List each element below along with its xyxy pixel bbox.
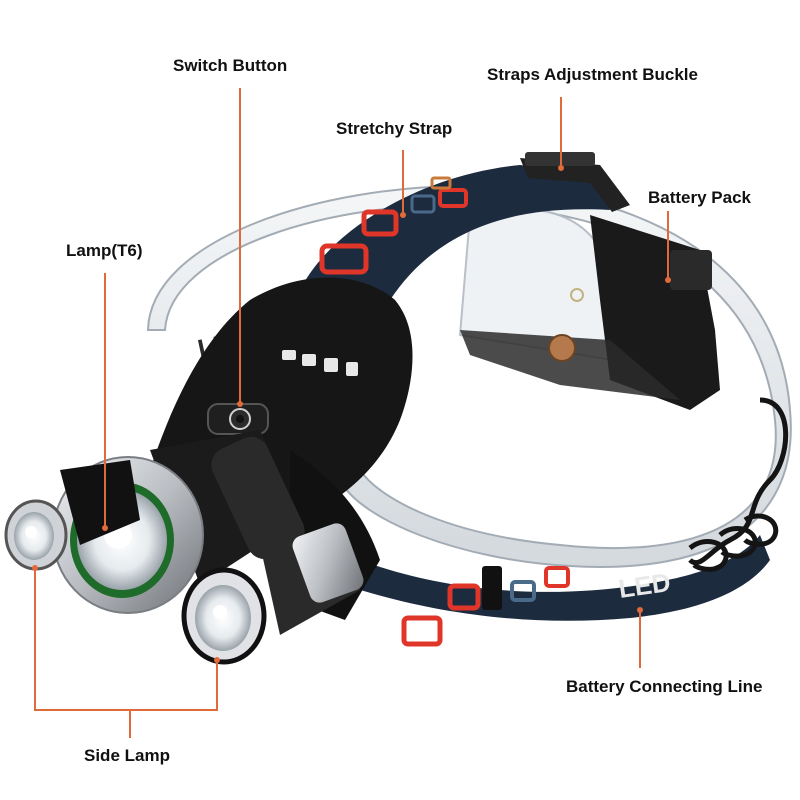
left-side-lamp: [4, 460, 140, 571]
stretchy-strap-top: [300, 165, 610, 300]
label-switch-button: Switch Button: [173, 56, 288, 75]
label-stretchy-strap: Stretchy Strap: [336, 119, 453, 138]
stretchy-strap-front: [345, 535, 770, 647]
label-battery-pack: Battery Pack: [648, 188, 752, 207]
led-print-right: LED: [617, 567, 673, 604]
rivet-hole: [570, 288, 584, 302]
battery-connecting-line: [688, 397, 789, 572]
leader-side-lamp: [34, 568, 218, 711]
battery-pack: [460, 215, 720, 410]
label-straps-buckle: Straps Adjustment Buckle: [487, 65, 698, 84]
label-side-lamp: Side Lamp: [84, 746, 170, 765]
rivet: [548, 334, 576, 362]
switch-button: [207, 403, 269, 435]
right-side-lamp: [181, 523, 364, 665]
label-battery-line: Battery Connecting Line: [566, 677, 763, 696]
leader-dots: [32, 165, 671, 663]
label-lamp: Lamp(T6): [66, 241, 143, 260]
leader-lines: [34, 88, 669, 738]
